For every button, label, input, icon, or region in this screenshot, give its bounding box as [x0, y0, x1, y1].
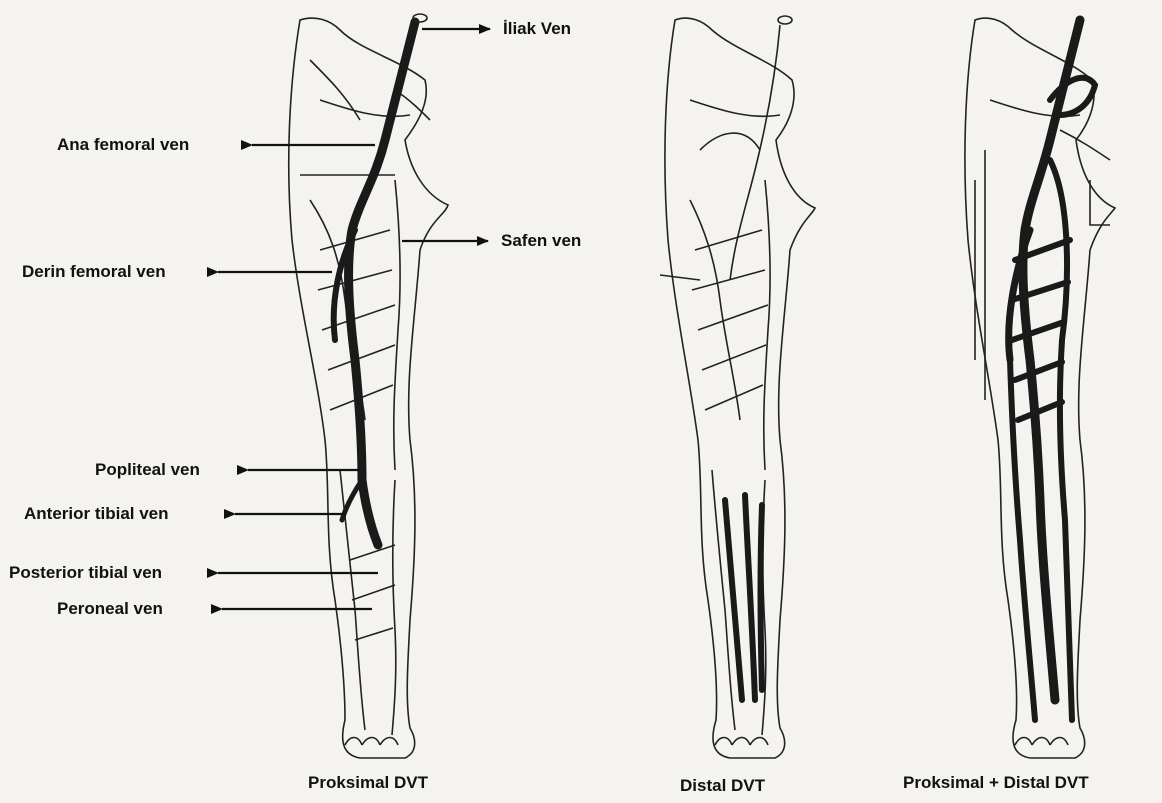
both-deep-vein-clot	[1009, 20, 1095, 720]
label-anterior-tibial-vein: Anterior tibial ven	[24, 504, 169, 524]
leg-distal	[660, 16, 815, 758]
leg-both	[965, 18, 1115, 758]
distal-calf-vein-clots	[725, 495, 762, 700]
label-peroneal-vein: Peroneal ven	[57, 599, 163, 619]
label-saphenous-vein: Safen ven	[501, 231, 581, 251]
leg-both-outline	[965, 18, 1115, 758]
label-popliteal-vein: Popliteal ven	[95, 460, 200, 480]
caption-proximal-dvt: Proksimal DVT	[308, 773, 428, 793]
proximal-deep-vein-clot	[349, 22, 415, 545]
caption-distal-dvt: Distal DVT	[680, 776, 765, 796]
label-common-femoral-vein: Ana femoral ven	[57, 135, 189, 155]
label-posterior-tibial-vein: Posterior tibial ven	[9, 563, 162, 583]
label-iliac-vein: İliak Ven	[503, 19, 571, 39]
leg-proximal	[289, 14, 448, 758]
caption-proximal-distal-dvt: Proksimal + Distal DVT	[903, 773, 1089, 793]
label-deep-femoral-vein: Derin femoral ven	[22, 262, 166, 282]
leg-proximal-outline	[289, 18, 448, 758]
